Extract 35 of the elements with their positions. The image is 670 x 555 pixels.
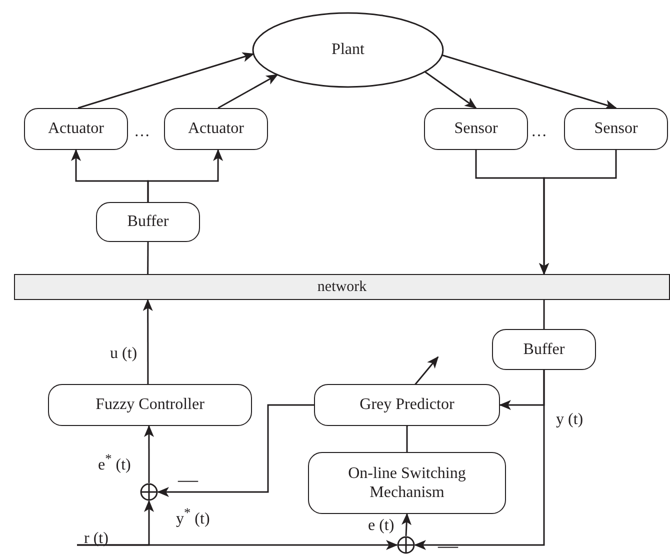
actuator-box: Actuator [24, 108, 128, 150]
network-bar: network [14, 274, 670, 300]
buffer-box: Buffer [492, 329, 596, 370]
signal-label: e$^{*}$ (t) [98, 452, 131, 474]
controller-box: Fuzzy Controller [48, 384, 252, 426]
ellipsis-text: … [531, 124, 547, 140]
ellipsis-text: … [134, 124, 150, 140]
connector-arrow [157, 404, 314, 497]
summing-junction [140, 483, 158, 501]
connector-arrow [78, 52, 254, 109]
summing-junction [397, 536, 415, 554]
actuator-box: Actuator [164, 108, 268, 150]
predictor-box: Grey Predictor [314, 384, 500, 426]
buffer-box: Buffer [96, 202, 200, 242]
signal-label: y$^{*}$ (t) [176, 506, 210, 528]
connector-arrow [218, 74, 278, 109]
connector-arrow [147, 149, 224, 202]
signal-label: u (t) [110, 346, 138, 362]
minus-sign: — [438, 536, 458, 555]
connector-arrow [144, 425, 154, 483]
signal-label: y (t) [556, 412, 584, 428]
connector-arrow [77, 540, 398, 550]
sensor-box: Sensor [424, 108, 528, 150]
connector-arrow [539, 150, 617, 275]
signal-label: r (t) [84, 531, 108, 547]
connector-arrow [414, 370, 545, 550]
switching-box: On-line Switching Mechanism [308, 452, 506, 514]
plant-ellipse: Plant [252, 12, 444, 88]
minus-sign: — [178, 470, 198, 490]
connector-arrow [424, 71, 477, 109]
connector-arrow [442, 54, 617, 110]
sensor-box: Sensor [564, 108, 668, 150]
connector-arrow [142, 299, 153, 384]
connector-arrow [402, 513, 412, 536]
signal-label: e (t) [368, 518, 394, 534]
